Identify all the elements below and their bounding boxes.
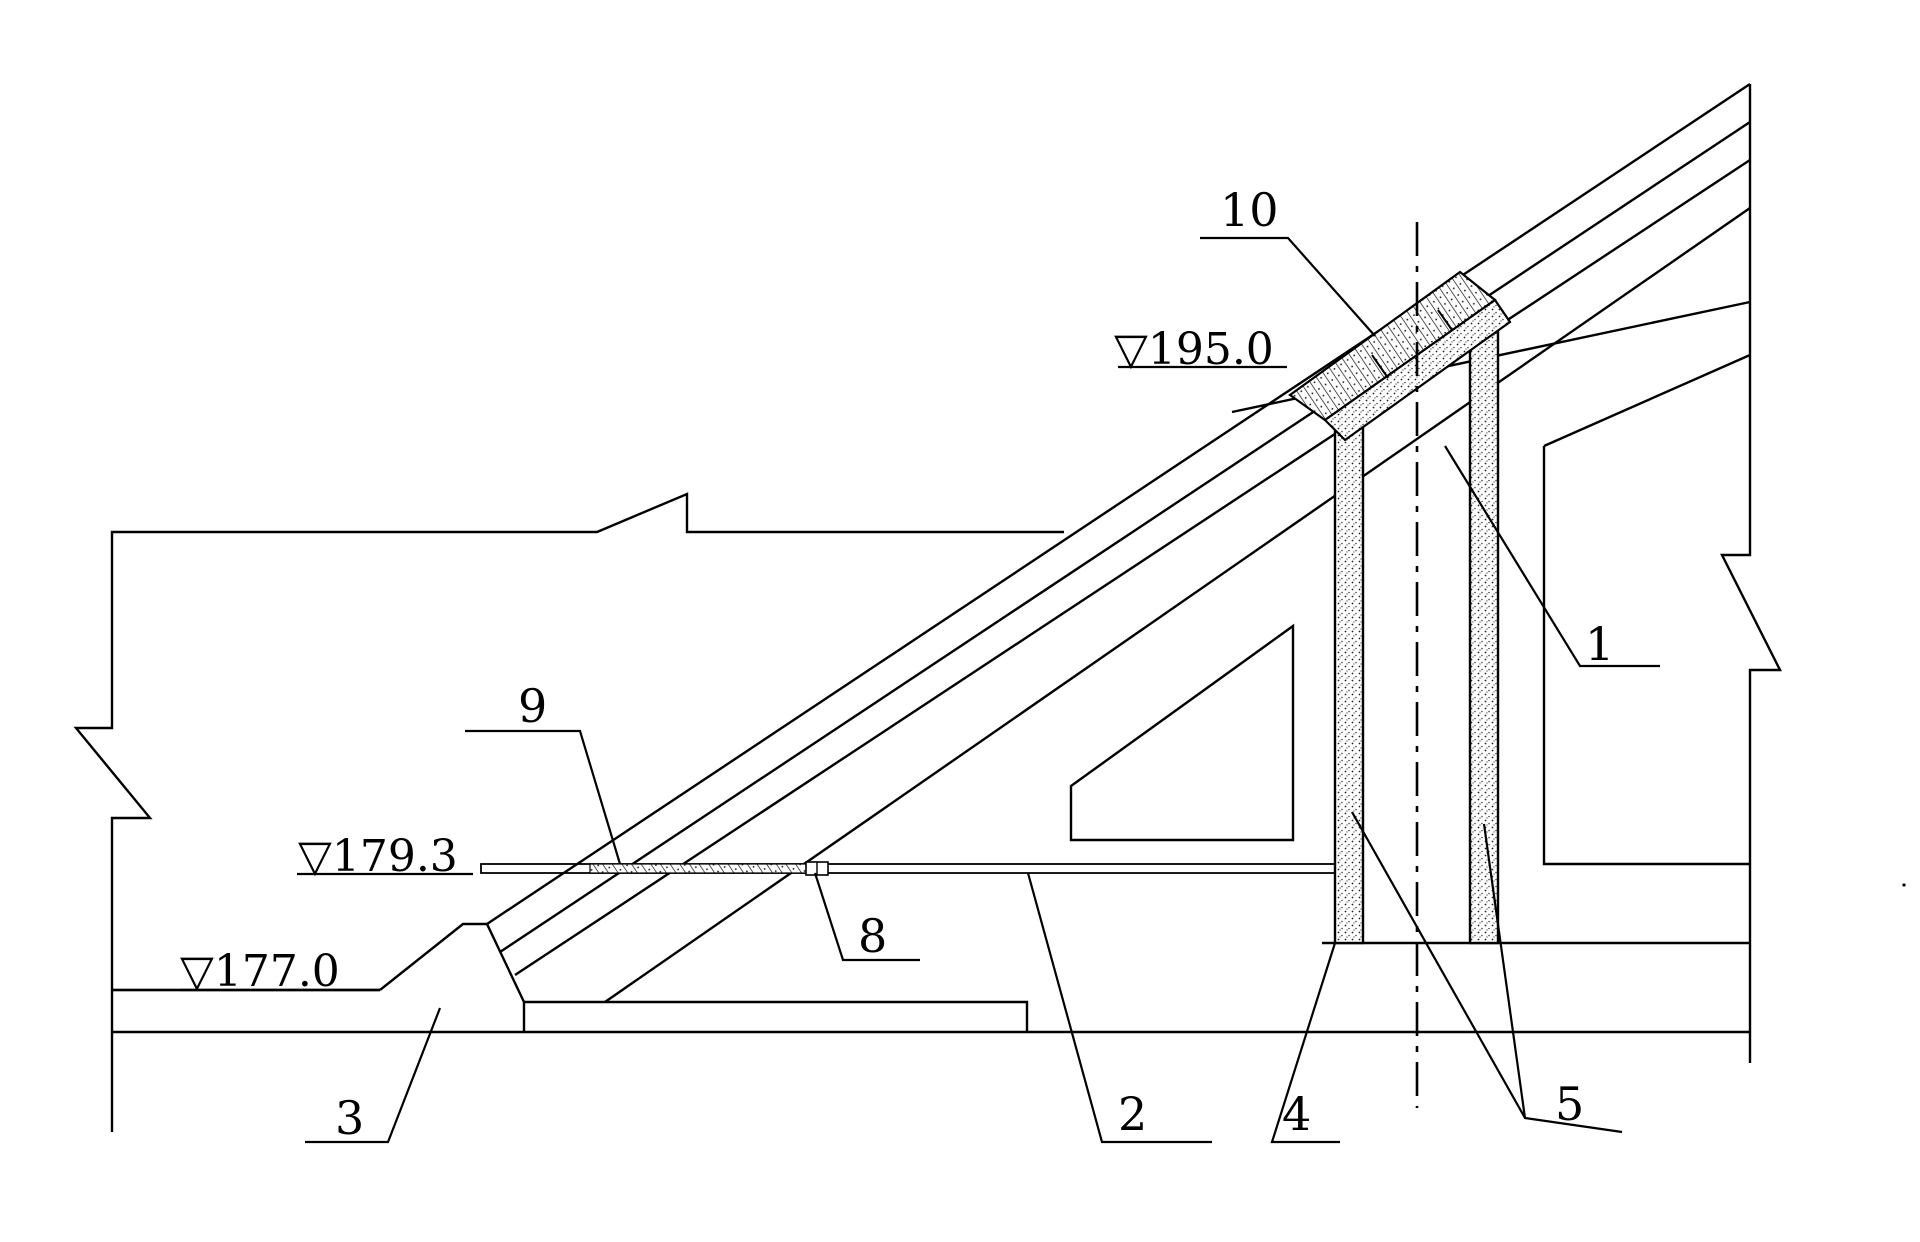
label-9: 9 (518, 679, 547, 733)
slope-line-third (514, 158, 1751, 977)
leader-2 (1026, 872, 1212, 1144)
filter-wall-right (1468, 318, 1500, 945)
leader-1 (1444, 445, 1660, 668)
leader-4 (1270, 942, 1340, 1144)
toe-berm (379, 922, 526, 1032)
left-ground-outline (73, 492, 1064, 1132)
drainage-pipe-filter (589, 861, 829, 876)
margin-dot (1902, 883, 1906, 887)
triangular-void (1069, 623, 1295, 842)
base-slab (524, 1000, 1029, 1032)
label-2: 2 (1118, 1087, 1147, 1141)
label-3: 3 (335, 1091, 364, 1145)
elevation-177: ▽177.0 (180, 946, 340, 997)
elevation-195: ▽195.0 (1114, 324, 1274, 375)
leader-10 (1200, 236, 1376, 337)
slope-line-second (499, 121, 1751, 953)
leader-8 (813, 872, 920, 962)
label-8: 8 (858, 909, 887, 963)
leader-9 (465, 729, 622, 865)
chamber-void (1542, 353, 1751, 866)
slope-line-outer (486, 83, 1751, 925)
leader-3 (305, 1007, 442, 1144)
label-4: 4 (1282, 1087, 1311, 1141)
label-1: 1 (1585, 617, 1614, 671)
leader-5 (1351, 811, 1623, 1134)
elevation-1793: ▽179.3 (298, 831, 458, 882)
label-5: 5 (1555, 1077, 1584, 1131)
filter-wall-left (1333, 403, 1365, 945)
label-10: 10 (1220, 183, 1279, 237)
right-edge-outline (1720, 84, 1782, 1063)
